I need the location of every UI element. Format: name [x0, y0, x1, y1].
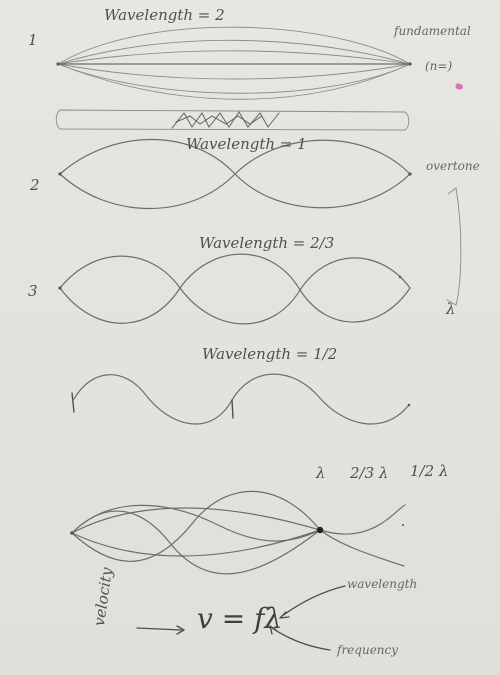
wavelength-label: wavelength	[347, 577, 418, 591]
row-3-wavelength-label: Wavelength = 2/3	[199, 234, 335, 252]
equation-arrows	[136, 585, 346, 651]
frequency-label: frequency	[337, 643, 399, 657]
row-1-number: 1	[28, 31, 38, 49]
fundamental-wave-sketch	[56, 26, 412, 100]
summary-two-thirds-lambda: 2/3 λ	[350, 464, 389, 482]
highlight-mark	[455, 83, 463, 90]
third-harmonic-wave-sketch	[58, 253, 411, 325]
fourth-harmonic-wave-sketch	[71, 373, 411, 425]
summary-lambda: λ	[316, 464, 326, 482]
equation: v = fλ	[197, 602, 283, 635]
row-1-side-paren: (n=)	[425, 59, 453, 73]
row-4-wavelength-label: Wavelength = 1/2	[202, 345, 338, 363]
bracket-symbol: λ	[446, 300, 456, 318]
row-3-number: 3	[28, 282, 38, 300]
row-1-wavelength-label: Wavelength = 2	[104, 6, 225, 24]
second-harmonic-wave-sketch	[58, 138, 462, 306]
row-2-number: 2	[30, 176, 40, 194]
combined-wave-sketch	[70, 490, 406, 575]
tube-sketch	[55, 109, 410, 131]
summary-half-lambda: 1/2 λ	[410, 462, 449, 480]
row-1-side-label: fundamental	[394, 24, 471, 38]
row-2-side-label: overtone	[426, 159, 480, 173]
row-2-wavelength-label: Wavelength = 1	[186, 135, 307, 153]
